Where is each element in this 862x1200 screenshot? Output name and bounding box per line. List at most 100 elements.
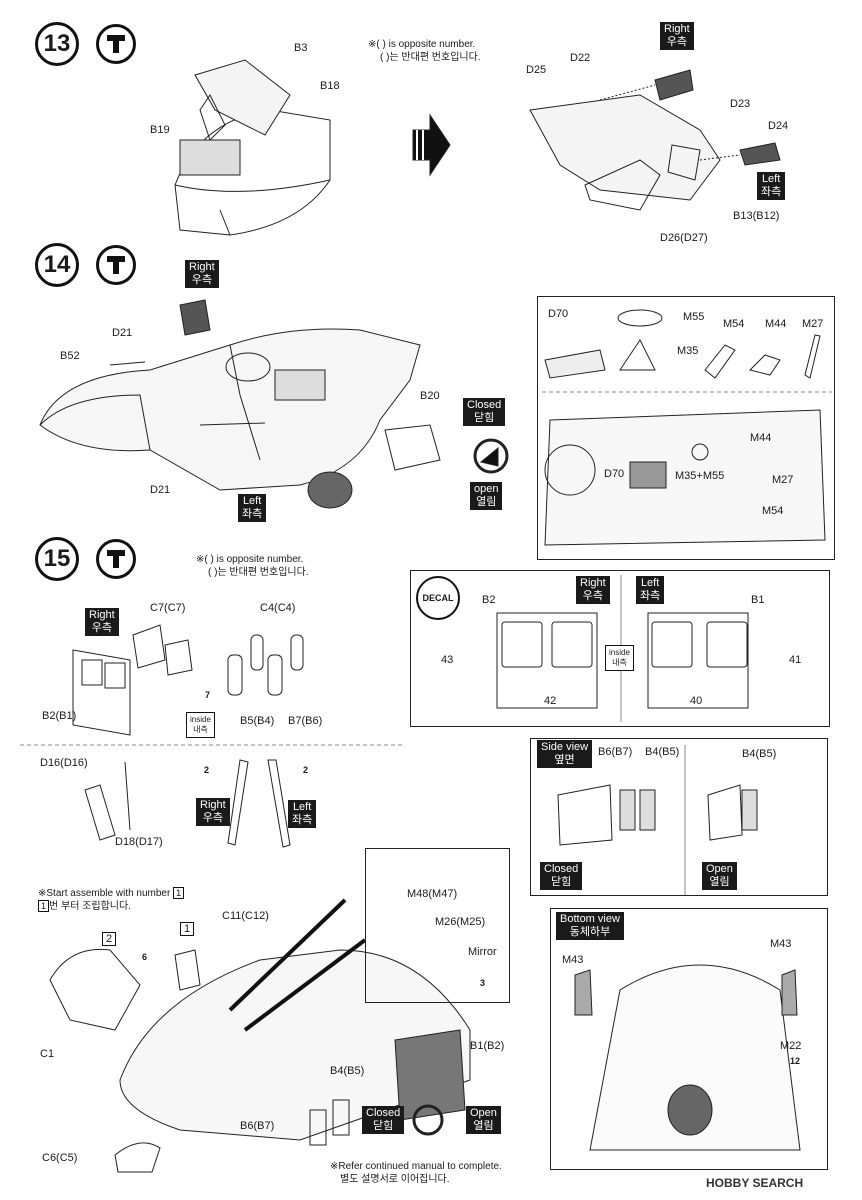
part-label: M35 [677,345,699,357]
part-label: M27 [802,318,824,330]
part-label: D24 [768,120,789,132]
part-label: B18 [320,80,340,92]
cement-glue-icon [96,24,136,64]
start-note-en: ※Start assemble with number [38,888,171,899]
part-label: B1 [751,594,765,606]
step-13-badge: 13 [35,22,79,66]
cement-glue-icon [96,245,136,285]
part-label: M27 [772,474,794,486]
decal-number: 40 [690,695,703,707]
part-label: D26(D27) [660,232,708,244]
part-label: D22 [570,52,591,64]
part-label: C11(C12) [222,910,269,922]
refer-note: ※Refer continued manual to complete. 별도 … [330,1160,502,1186]
opposite-note: ※( ) is opposite number. ( )는 반대편 번호입니다. [196,553,309,579]
part-label: M35+M55 [675,470,725,482]
part-label: M44 [765,318,787,330]
part-label: B6(B7) [240,1120,275,1132]
part-label: D21 [112,327,133,339]
part-label: M54 [762,505,784,517]
ref-number: 12 [790,1056,801,1066]
ref-number: 6 [142,952,148,962]
opposite-note-en: ※( ) is opposite number. [196,554,304,565]
decal-inset [410,570,830,727]
part-label: B13(B12) [733,210,780,222]
start-number-box: 1 [173,887,185,899]
bottom-view-inset [550,908,828,1170]
part-label: C6(C5) [42,1152,78,1164]
part-label: C1 [40,1048,55,1060]
part-label: B6(B7) [598,746,633,758]
part-label: D23 [730,98,751,110]
part-label: D21 [150,484,171,496]
part-label: D25 [526,64,547,76]
part-label: B7(B6) [288,715,323,727]
sequence-number: 2 [102,932,117,946]
part-label: B1(B2) [470,1040,505,1052]
part-label: B19 [150,124,170,136]
ref-number: 2 [204,765,210,775]
part-label: C4(C4) [260,602,296,614]
decal-icon: DECAL [416,576,460,620]
part-label: M44 [750,432,772,444]
mirror-detail-inset [365,848,510,1003]
refer-note-ko: 별도 설명서로 이어집니다. [340,1174,450,1185]
step-15-badge: 15 [35,537,79,581]
part-label: D18(D17) [115,836,163,848]
decal-number: 42 [544,695,557,707]
step-number: 14 [43,251,71,278]
step-14-detail-inset [537,296,835,560]
part-label: M54 [723,318,745,330]
part-label: M55 [683,311,705,323]
part-label: M22 [780,1040,802,1052]
part-label: M26(M25) [435,916,486,928]
ref-number: 3 [480,978,486,988]
part-label: D16(D16) [40,757,88,769]
start-note-ko: 번 부터 조립합니다. [49,901,131,912]
opposite-note: ※( ) is opposite number. ( )는 반대편 번호입니다. [368,38,481,64]
side-view-inset [530,738,828,896]
refer-note-en: ※Refer continued manual to complete. [330,1161,502,1172]
part-label: D70 [548,308,569,320]
part-label: B2 [482,594,496,606]
part-label: Mirror [468,946,497,958]
part-label: B4(B5) [742,748,777,760]
part-label: M43 [562,954,584,966]
part-label: C7(C7) [150,602,186,614]
part-label: B52 [60,350,80,362]
ref-number: 7 [205,690,211,700]
ref-number: 2 [303,765,309,775]
part-label: B4(B5) [330,1065,365,1077]
watermark: HOBBY SEARCH [706,1176,804,1190]
part-label: B2(B1) [42,710,77,722]
part-label: B4(B5) [645,746,680,758]
opposite-note-en: ※( ) is opposite number. [368,39,476,50]
part-label: D70 [604,468,625,480]
decal-number: 43 [441,654,454,666]
part-label: B3 [294,42,308,54]
part-label: M43 [770,938,792,950]
step-14-badge: 14 [35,243,79,287]
sequence-number: 1 [180,922,195,936]
step-number: 13 [43,30,71,57]
decal-number: 41 [789,654,802,666]
opposite-note-ko: ( )는 반대편 번호입니다. [208,567,309,578]
